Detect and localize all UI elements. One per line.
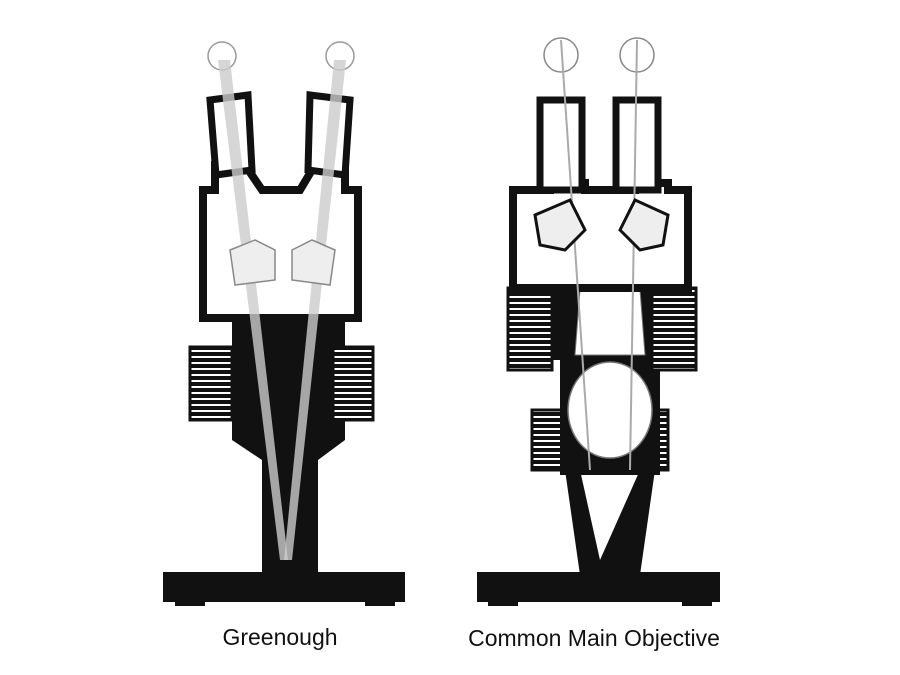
- cmo-cone-beam: [580, 470, 640, 560]
- greenough-lower-body: [232, 318, 345, 460]
- cmo-main-objective-lens: [567, 361, 653, 459]
- greenough-focus-knob-right: [331, 345, 375, 422]
- greenough-beam-right: [284, 60, 346, 560]
- cmo-microscope: [477, 37, 720, 606]
- cmo-eye-left: [543, 37, 579, 73]
- cmo-eyepiece-right: [612, 96, 662, 194]
- cmo-zoom-optics: [574, 289, 646, 356]
- cmo-zoom-knob-left: [506, 286, 554, 372]
- cmo-zoom-knob-right: [650, 286, 698, 372]
- cmo-eyepiece-left: [536, 96, 586, 194]
- greenough-prism-housing: [199, 161, 362, 322]
- greenough-label: Greenough: [222, 624, 338, 650]
- greenough-beam-left: [218, 60, 288, 560]
- greenough-focus-knob-left: [188, 345, 234, 422]
- greenough-prism-left: [229, 239, 276, 286]
- cmo-prism-left: [533, 198, 587, 252]
- greenough-microscope: [163, 41, 405, 606]
- cmo-label: Common Main Objective: [468, 625, 720, 651]
- cmo-base: [477, 572, 720, 602]
- greenough-prism-right: [291, 239, 336, 286]
- cmo-prism-right: [618, 198, 670, 252]
- greenough-base: [163, 572, 405, 602]
